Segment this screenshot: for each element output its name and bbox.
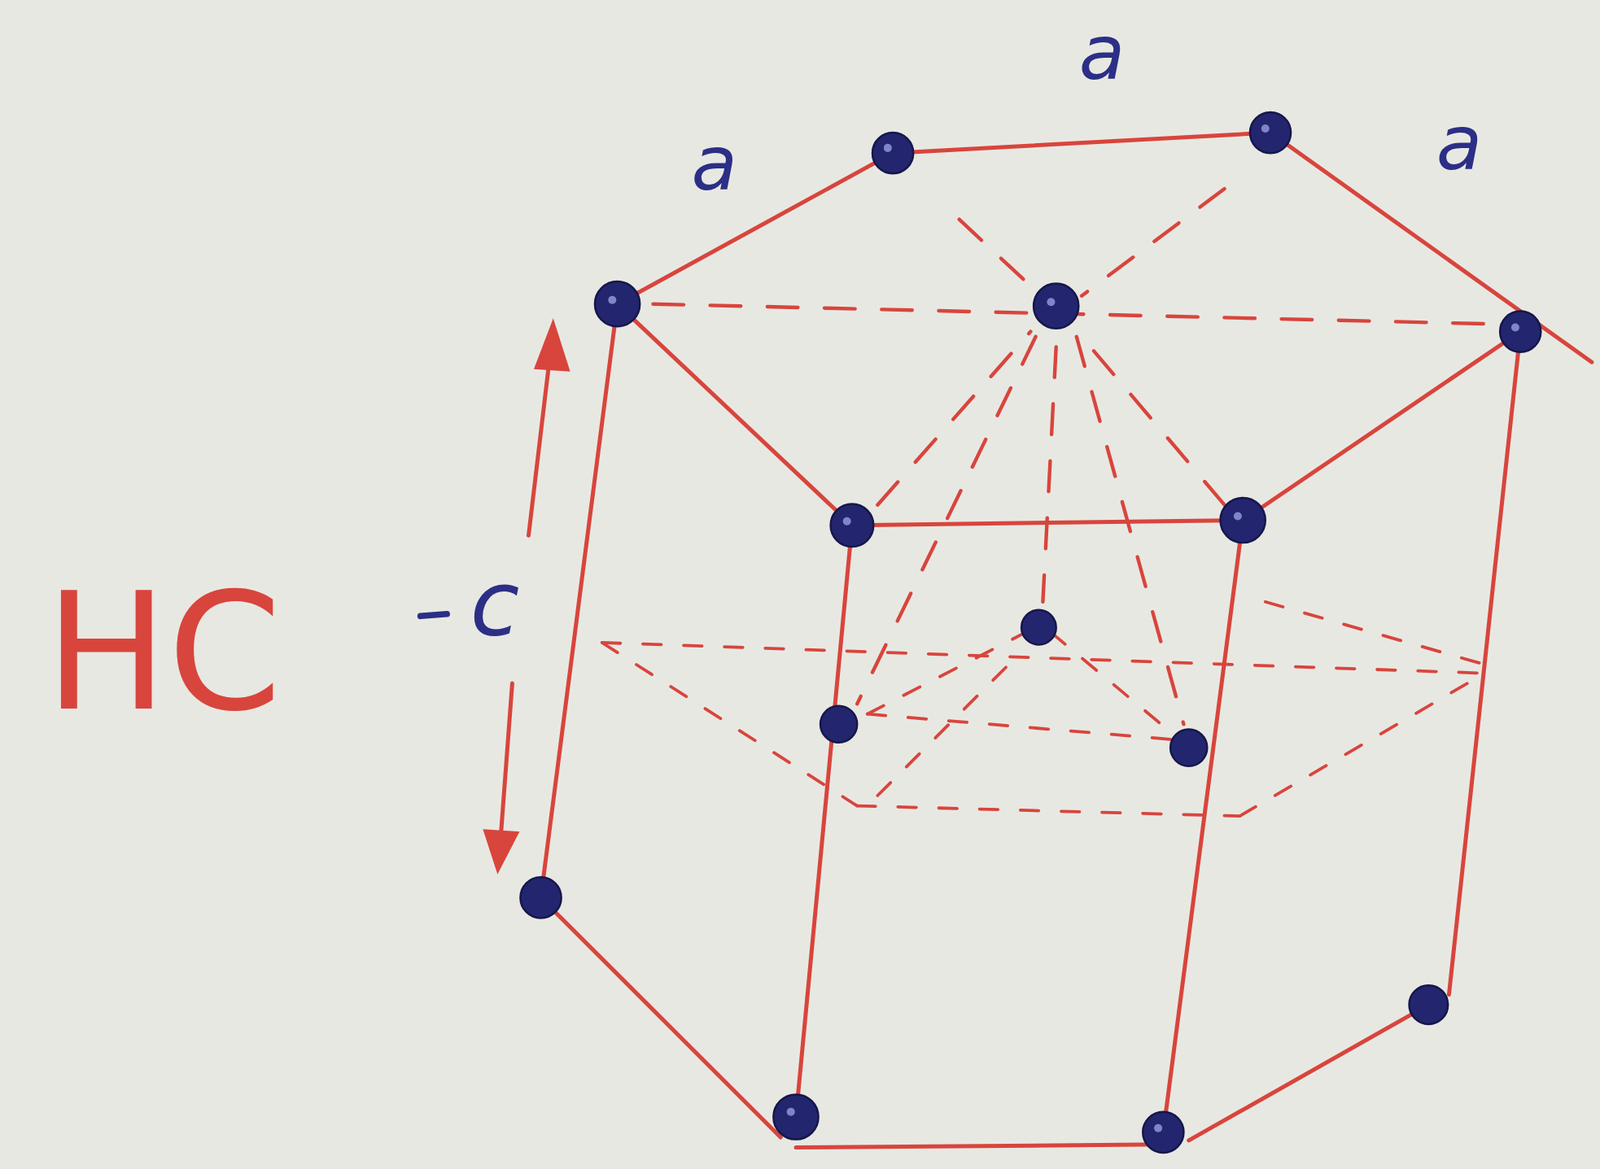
hidden-lines	[652, 188, 1510, 725]
dashed-line	[1042, 346, 1056, 602]
dashed-line	[1081, 188, 1225, 297]
lattice-constant: a	[1436, 104, 1483, 180]
atom	[1250, 112, 1291, 154]
cell-edges	[541, 132, 1592, 1149]
edge-line	[1448, 332, 1521, 996]
edge-line	[795, 1145, 1163, 1149]
atom	[872, 132, 914, 174]
c-dimension	[420, 324, 569, 870]
dashed-line	[602, 642, 857, 807]
atom-highlights	[607, 124, 1520, 1133]
atom	[1142, 1112, 1184, 1154]
dashed-line	[1050, 632, 1173, 735]
edge-line	[1242, 332, 1521, 521]
arrowhead	[485, 831, 517, 870]
edge-line	[617, 304, 853, 526]
structure-label: HC	[44, 571, 282, 735]
dashed-line	[856, 806, 1240, 818]
atom	[830, 503, 875, 547]
atom	[1220, 498, 1266, 543]
edge-line	[1189, 1005, 1430, 1141]
atom	[1170, 730, 1207, 767]
mid-plane	[602, 602, 1486, 817]
dashed-line	[959, 219, 1037, 292]
lattice-height: c	[470, 559, 521, 649]
dimension-line	[499, 683, 512, 848]
atom	[820, 706, 857, 744]
dashed-line	[652, 304, 1510, 325]
edge-line	[1270, 132, 1592, 363]
dashed-line	[1239, 673, 1485, 818]
edge-line	[892, 132, 1271, 154]
atom	[594, 281, 640, 327]
dashed-line	[856, 336, 1036, 704]
atom	[1021, 610, 1057, 646]
lattice-constant: a	[690, 125, 738, 201]
dashed-line	[1081, 336, 1225, 506]
edge-line	[541, 897, 782, 1138]
dashed-line	[877, 653, 1021, 797]
dashed-line	[867, 714, 1174, 740]
edge-line	[541, 304, 618, 899]
atoms	[520, 112, 1541, 1154]
dashed-line	[877, 332, 1031, 506]
lattice-constant: a	[1079, 15, 1126, 91]
dashed-line	[602, 642, 1486, 674]
edge-line	[795, 525, 853, 1118]
arrowhead	[537, 324, 569, 370]
dash-mark	[420, 614, 448, 617]
dimension-line	[528, 346, 551, 536]
edge-line	[1162, 520, 1243, 1133]
atom	[520, 877, 561, 919]
atom	[1409, 985, 1449, 1025]
edge-line	[617, 153, 894, 305]
atom	[1499, 310, 1541, 352]
atom	[773, 1094, 818, 1140]
dashed-line	[1265, 602, 1480, 664]
atom	[1033, 284, 1079, 329]
